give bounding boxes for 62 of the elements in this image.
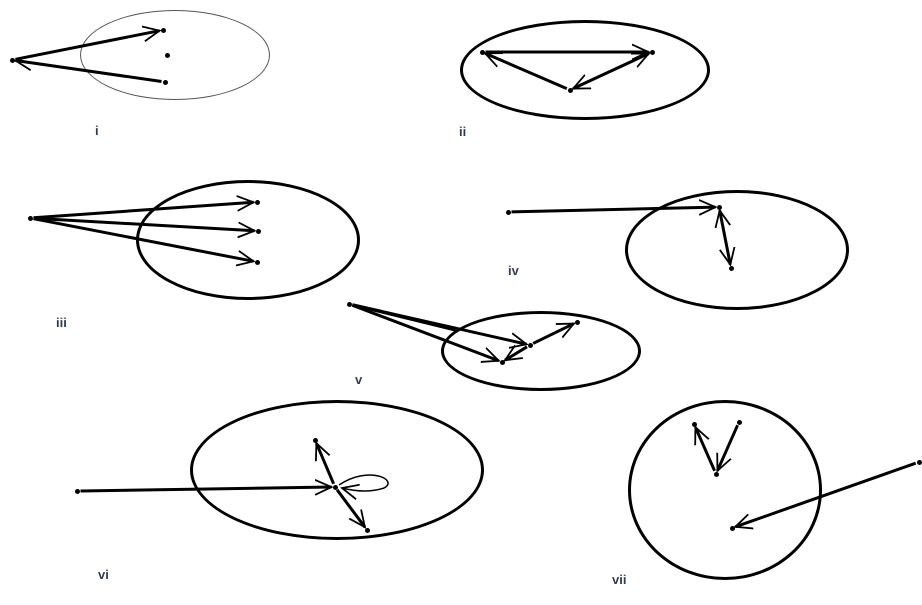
- point-dot: [716, 204, 722, 210]
- point-dot: [574, 320, 580, 324]
- panel-label: iii: [56, 316, 67, 329]
- point-dot: [364, 528, 370, 532]
- point-dot: [74, 488, 80, 494]
- set-ellipse: [136, 180, 360, 300]
- point-dot: [28, 216, 32, 220]
- set-ellipse: [628, 400, 822, 580]
- set-ellipse: [460, 20, 710, 120]
- point-dot: [254, 260, 260, 264]
- point-dot: [164, 52, 170, 58]
- panel-label: ii: [459, 125, 466, 138]
- point-dot: [736, 420, 742, 424]
- loop-arrow: [338, 474, 389, 500]
- point-dot: [160, 28, 166, 32]
- arrow: [33, 195, 254, 220]
- point-dot: [728, 266, 734, 270]
- point-dot: [528, 342, 532, 348]
- point-dot: [162, 80, 168, 84]
- point-dot: [714, 472, 718, 476]
- point-dot: [480, 50, 484, 54]
- arrow: [511, 199, 716, 216]
- arrow: [484, 52, 568, 90]
- point-dot: [500, 360, 504, 364]
- arrow: [734, 462, 916, 530]
- point-dot: [10, 58, 14, 62]
- arrow: [352, 304, 500, 363]
- arrow: [504, 344, 528, 362]
- point-dot: [506, 210, 510, 214]
- arrow: [572, 52, 650, 90]
- point-dot: [256, 228, 260, 234]
- arrow: [336, 488, 366, 528]
- set-ellipse: [441, 311, 641, 391]
- panel-label: iv: [508, 264, 519, 277]
- arrow: [352, 303, 528, 349]
- arrow: [33, 216, 256, 238]
- point-dot: [254, 200, 260, 204]
- panel-label: vi: [98, 568, 109, 581]
- set-ellipse: [80, 10, 270, 100]
- point-dot: [332, 484, 338, 490]
- point-dot: [650, 50, 654, 54]
- point-dot: [692, 422, 696, 426]
- arrow: [15, 26, 160, 61]
- point-dot: [730, 526, 734, 530]
- arrow: [694, 426, 716, 472]
- point-dot: [568, 88, 572, 92]
- arrow: [33, 217, 254, 266]
- panel-label: vii: [612, 573, 626, 586]
- arrow: [714, 210, 736, 266]
- point-dot: [312, 438, 318, 442]
- panel-label: i: [95, 124, 99, 137]
- arrow: [14, 54, 162, 83]
- set-ellipse: [190, 400, 484, 540]
- point-dot: [346, 302, 352, 306]
- point-dot: [916, 460, 922, 464]
- arrow: [532, 322, 575, 345]
- set-ellipse: [625, 190, 849, 310]
- panel-label: v: [355, 373, 362, 386]
- arrow: [716, 424, 739, 472]
- arrow: [314, 442, 336, 484]
- arrow: [486, 44, 650, 60]
- arrow: [80, 478, 332, 496]
